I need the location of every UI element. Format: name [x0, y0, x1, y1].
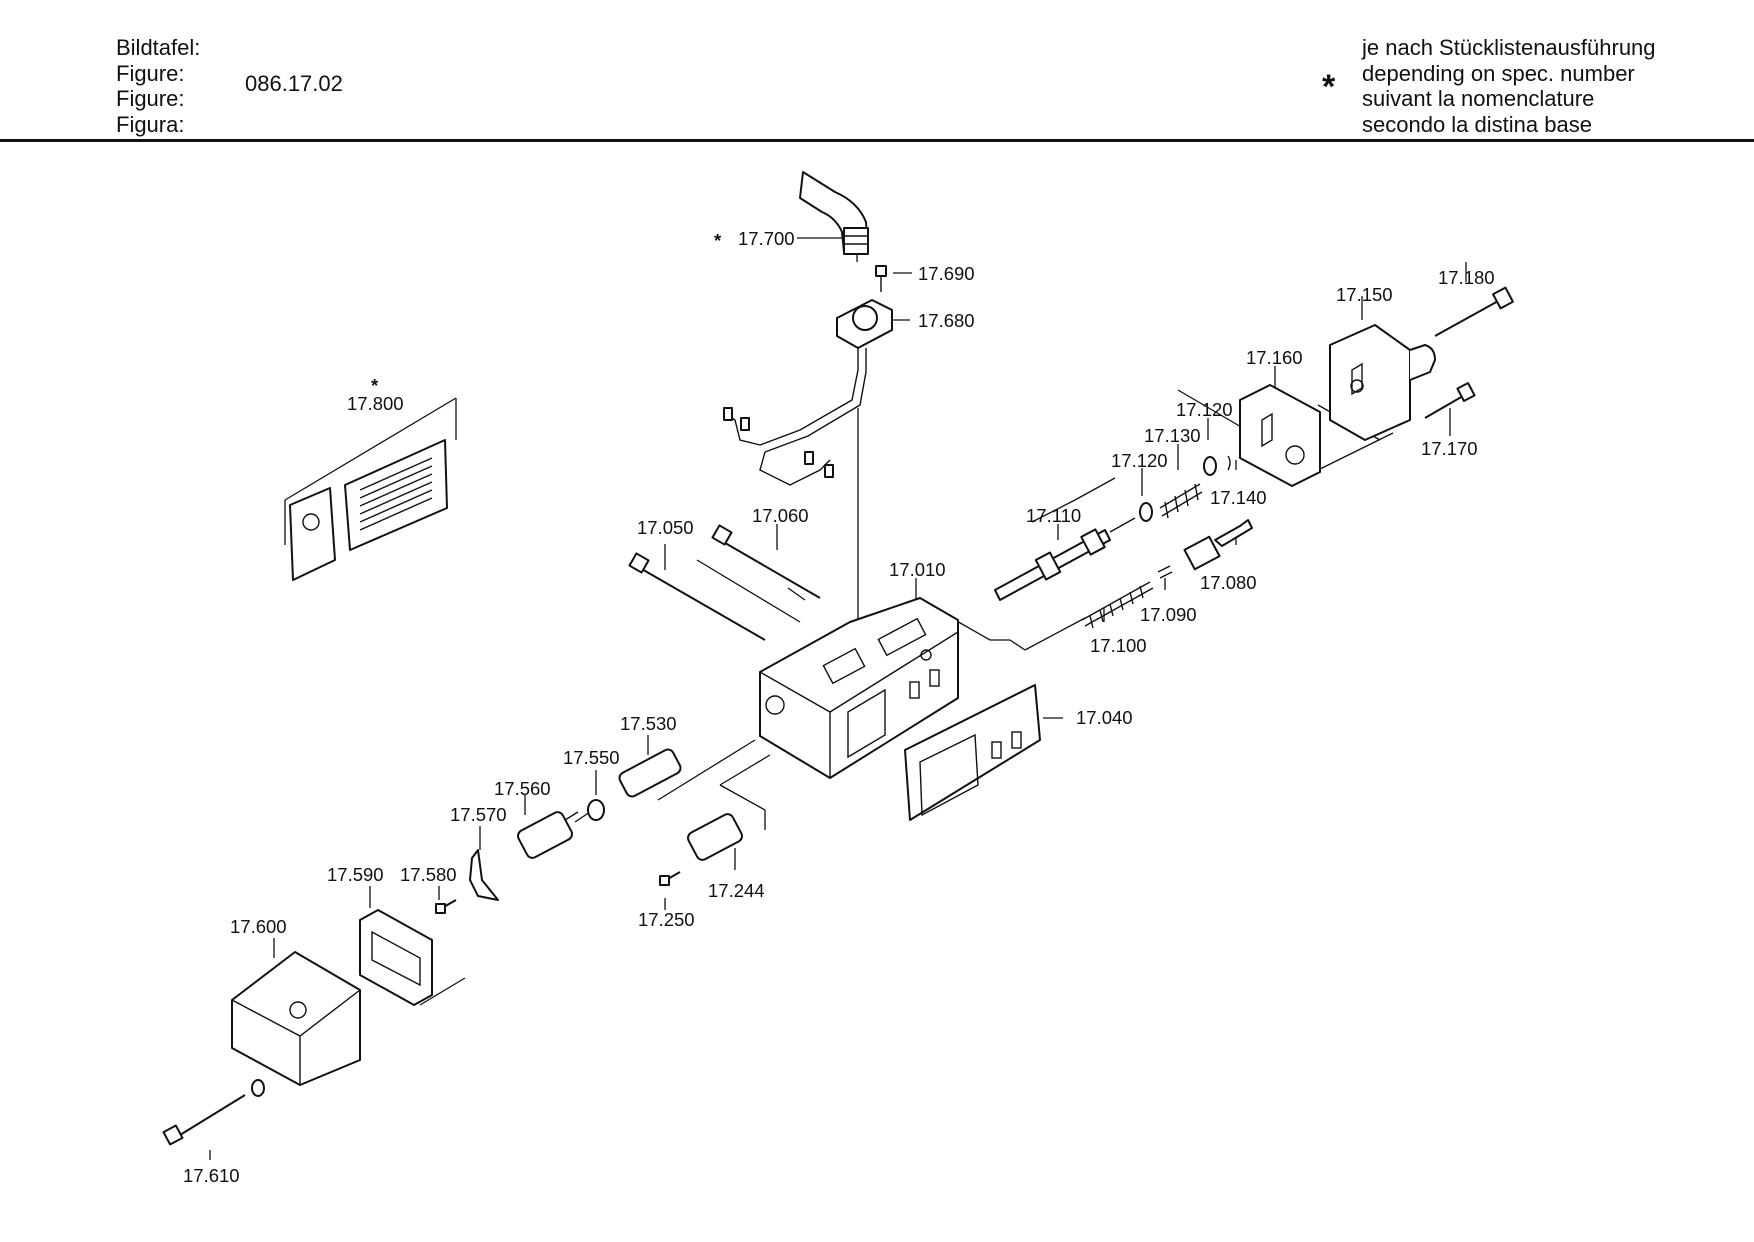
- callout-17140: 17.140: [1210, 487, 1267, 508]
- callout-17160: 17.160: [1246, 347, 1303, 368]
- callout-17680: 17.680: [918, 310, 975, 331]
- callout-17800: 17.800: [347, 393, 404, 414]
- callout-17040: 17.040: [1076, 707, 1133, 728]
- compression-spring-part: [1081, 581, 1154, 629]
- valve-housing-part: [759, 597, 959, 779]
- asterisk-icon: *: [371, 375, 379, 396]
- solenoid-sleeve-part: [618, 748, 682, 798]
- part-callouts: * 17.700 17.690 17.680 * 17.800 17.180 1…: [183, 228, 1495, 1186]
- long-bolt-upper-part: [1434, 286, 1514, 337]
- callout-17120a: 17.120: [1176, 399, 1233, 420]
- small-screw-part: [875, 265, 887, 292]
- label-figure-en: Figure:: [116, 60, 185, 86]
- clip-screw-part: [435, 899, 457, 914]
- callout-17120b: 17.120: [1111, 450, 1168, 471]
- asterisk-icon: *: [1322, 68, 1336, 106]
- callout-17150: 17.150: [1336, 284, 1393, 305]
- socket-harness-part: [723, 299, 893, 486]
- figure-number: 086.17.02: [245, 71, 343, 96]
- spec-note-en: depending on spec. number: [1362, 60, 1635, 86]
- spec-note-it: secondo la distina base: [1362, 111, 1592, 137]
- callout-17570: 17.570: [450, 804, 507, 825]
- callout-17700: 17.700: [738, 228, 795, 249]
- callout-17170: 17.170: [1421, 438, 1478, 459]
- callout-17130: 17.130: [1144, 425, 1201, 446]
- o-ring-part: [587, 799, 605, 821]
- retaining-clip-part: [469, 849, 499, 901]
- solenoid-valve-part: [516, 811, 579, 859]
- callout-17110: 17.110: [1026, 505, 1081, 526]
- callout-17244: 17.244: [708, 880, 765, 901]
- short-bolt-part: [1424, 382, 1476, 419]
- asterisk-icon: *: [714, 230, 722, 251]
- valve-piston-part: [994, 517, 1136, 601]
- callout-17180: 17.180: [1438, 267, 1495, 288]
- cover-gasket-part: [359, 909, 433, 1006]
- label-plate-part: [289, 439, 448, 581]
- callout-17050: 17.050: [637, 517, 694, 538]
- callout-17690: 17.690: [918, 263, 975, 284]
- label-figura: Figura:: [116, 111, 185, 137]
- end-gasket-part: [1239, 384, 1321, 487]
- housing-gasket-part: [904, 684, 1041, 821]
- callout-17600: 17.600: [230, 916, 287, 937]
- header-divider: [0, 139, 1754, 142]
- seal-rings-part: [1139, 455, 1231, 522]
- solenoid-cover-part: [231, 951, 361, 1086]
- callout-17060: 17.060: [752, 505, 809, 526]
- callout-17010: 17.010: [889, 559, 946, 580]
- callout-17530: 17.530: [620, 713, 677, 734]
- header-labels: Bildtafel: Figure: Figure: Figura:: [116, 35, 200, 137]
- switch-screw-part: [659, 871, 681, 886]
- callout-17250: 17.250: [638, 909, 695, 930]
- callout-17610: 17.610: [183, 1165, 240, 1186]
- spec-note-de: je nach Stücklistenausführung: [1362, 35, 1656, 60]
- pressure-switch-part: [686, 813, 744, 861]
- callout-17580: 17.580: [400, 864, 457, 885]
- callout-17080: 17.080: [1200, 572, 1257, 593]
- spec-note: je nach Stücklistenausführung depending …: [1362, 35, 1656, 137]
- cover-bolt-part: [162, 1079, 265, 1146]
- leader-lines: [209, 237, 1467, 1160]
- callout-17100: 17.100: [1090, 635, 1147, 656]
- label-bildtafel: Bildtafel:: [116, 35, 201, 60]
- callout-17590: 17.590: [327, 864, 384, 885]
- long-bolts-part: [628, 524, 821, 641]
- cable-connector-part: [799, 171, 869, 255]
- spec-note-fr: suivant la nomenclature: [1362, 86, 1595, 111]
- piston-cap-part: [1157, 519, 1253, 579]
- end-cover-part: [1329, 324, 1436, 441]
- callout-17550: 17.550: [563, 747, 620, 768]
- label-figure-fr: Figure:: [116, 86, 185, 111]
- callout-17090: 17.090: [1140, 604, 1197, 625]
- callout-17560: 17.560: [494, 778, 551, 799]
